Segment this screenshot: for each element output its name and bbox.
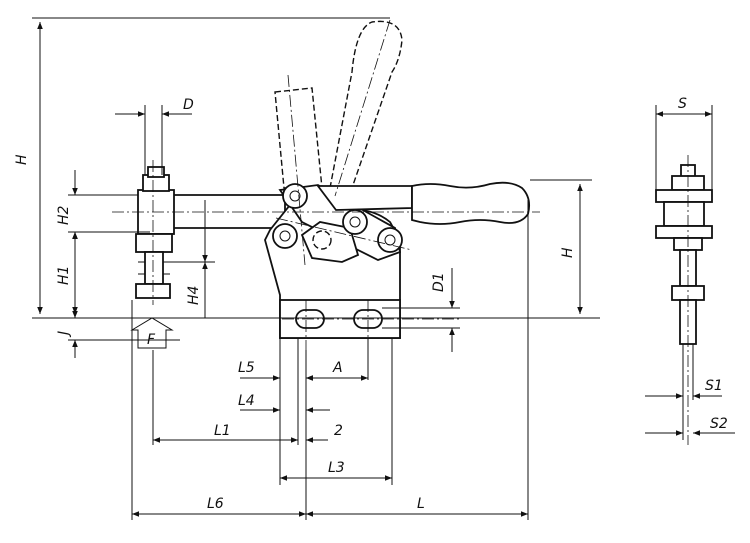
label-L4: L4 xyxy=(238,393,255,409)
force-arrow xyxy=(130,317,174,349)
spindle-top-screw xyxy=(147,166,165,178)
label-L: L xyxy=(417,496,425,512)
dimension-labels: H H1 H2 J D H4 H D1 F L5 A L4 L1 2 L3 L6… xyxy=(14,96,728,512)
label-L6: L6 xyxy=(207,496,224,512)
label-S1: S1 xyxy=(705,378,723,394)
label-D: D xyxy=(183,97,194,113)
arm-open-phantom xyxy=(274,87,323,189)
pivot-center xyxy=(342,209,368,235)
spindle-nut xyxy=(135,233,173,253)
dimensions xyxy=(32,17,600,520)
label-L3: L3 xyxy=(328,460,345,476)
pivot-lower-left xyxy=(272,223,298,249)
label-F: F xyxy=(147,332,156,348)
label-D1: D1 xyxy=(431,272,447,292)
center-link xyxy=(300,221,360,263)
pivot-right xyxy=(377,227,403,253)
label-J: J xyxy=(56,331,72,338)
label-L1: L1 xyxy=(214,423,231,439)
label-H4: H4 xyxy=(186,286,202,305)
center-lines xyxy=(112,19,540,350)
label-H-left: H xyxy=(14,154,30,165)
dead-center-phantom xyxy=(312,230,332,250)
clamp-side-view xyxy=(645,105,735,445)
label-S: S xyxy=(678,96,687,112)
clamp-front-view xyxy=(135,20,531,339)
handle-grip xyxy=(411,181,531,225)
linkage-plate xyxy=(278,184,402,261)
handle-open-phantom xyxy=(329,20,403,189)
label-H-right: H xyxy=(560,247,576,258)
label-H1: H1 xyxy=(56,266,72,285)
label-A: A xyxy=(332,360,343,376)
label-S2: S2 xyxy=(710,416,728,432)
label-2: 2 xyxy=(334,423,343,439)
label-L5: L5 xyxy=(238,360,255,376)
pivot-top xyxy=(282,183,308,209)
label-H2: H2 xyxy=(56,205,72,225)
spindle-screw xyxy=(144,251,164,285)
